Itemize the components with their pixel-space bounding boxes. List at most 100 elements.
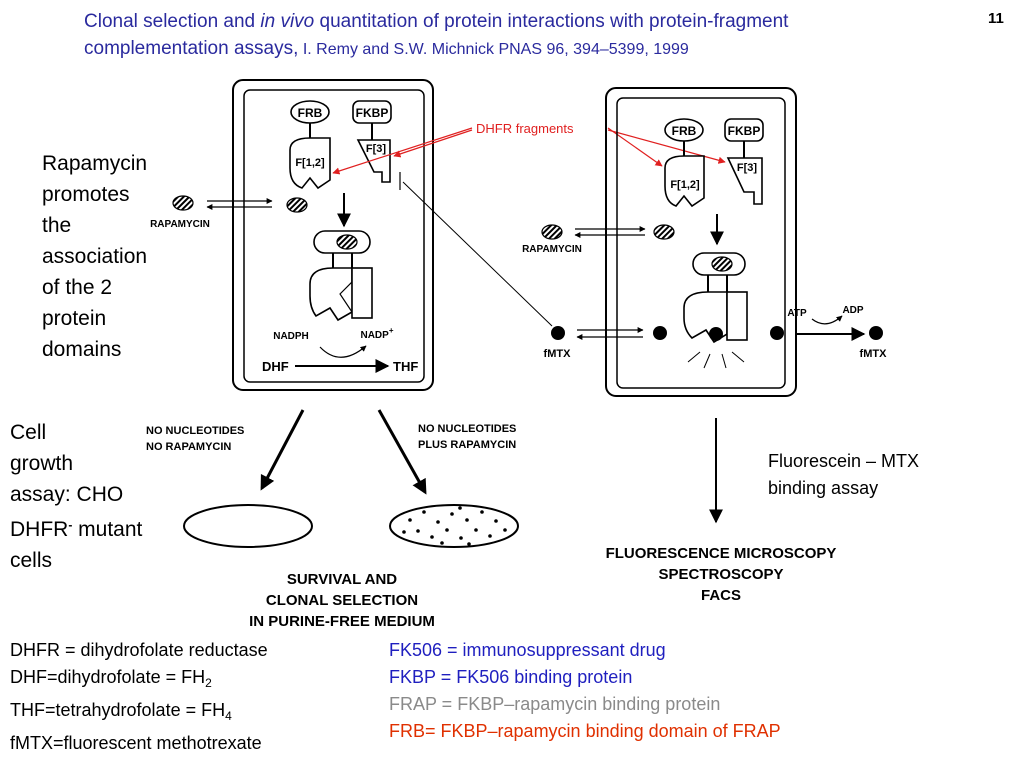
rapamycin-note-line: of the 2 [42, 276, 113, 299]
microscopy-line: FLUORESCENCE MICROSCOPY [605, 545, 837, 562]
f12-label: F[1,2] [295, 157, 325, 169]
arrow-to-plate-left [260, 409, 305, 491]
microscopy-line: SPECTROSCOPY [658, 566, 784, 583]
growth-line: assay: CHO [10, 483, 124, 506]
dhfr-minus: - [68, 518, 73, 532]
fmtx-label-right: fMTX [860, 348, 888, 360]
dhfr-arrow-left-1 [332, 127, 473, 175]
rapamycin-molecule-right [541, 224, 563, 240]
glow-ray [703, 353, 711, 369]
title-reference: I. Remy and S.W. Michnick PNAS 96, 394–5… [298, 41, 689, 58]
growth-line: DHFR- mutant [10, 510, 142, 545]
nadph-arc [319, 345, 367, 358]
connector-line [402, 181, 553, 327]
frb-label-right: FRB [672, 124, 697, 138]
legend-frap: FRAP = FKBP–rapamycin binding protein [389, 694, 721, 714]
atp-label: ATP [787, 308, 807, 319]
legend-dhf: DHF=dihydrofolate = FH2 [10, 667, 212, 690]
growth-line: growth [10, 452, 74, 475]
right-cell-outer [605, 87, 797, 397]
rapamycin-label-right: RAPAMYCIN [522, 244, 582, 255]
rapamycin-note: Rapamycin promotes the association of th… [42, 148, 147, 365]
mutant-text: mutant [72, 518, 143, 541]
fmtx-efflux-start [770, 326, 784, 340]
survival-line: CLONAL SELECTION [265, 592, 419, 609]
atp-arc [811, 315, 843, 325]
dhfr-arrow-left-2 [393, 129, 473, 158]
glow-ray [731, 351, 745, 363]
bound-fmtx [709, 327, 723, 341]
f3-fragment-right [726, 157, 763, 205]
left-cell-outer [232, 79, 434, 391]
glow-ray [721, 353, 727, 369]
thf-label: THF [393, 359, 418, 374]
complex-f3-right [726, 291, 748, 341]
slide-title: Clonal selection and in vivo quantitatio… [84, 8, 944, 63]
arrow-to-plate-right [377, 409, 427, 495]
fkbp-label: FKBP [356, 106, 389, 120]
no-nuc-plus-rap-2: PLUS RAPAMYCIN [418, 439, 516, 451]
title-line2: complementation assays, [84, 38, 299, 59]
legend-fk506: FK506 = immunosuppressant drug [389, 640, 666, 660]
f12-fragment-right [664, 155, 705, 208]
left-cell-inner [243, 89, 425, 383]
survival-caption: SURVIVAL AND CLONAL SELECTION IN PURINE-… [212, 569, 472, 632]
dhfr-arrow-right-2 [607, 129, 726, 164]
dhfr-text: DHFR [10, 518, 69, 541]
nadph-label: NADPH [273, 331, 309, 342]
fmtx-label: fMTX [544, 348, 572, 360]
title-part1: Clonal selection and [84, 11, 261, 32]
title-italic: in vivo [260, 11, 315, 32]
glow-ray [687, 351, 701, 363]
microscopy-line: FACS [700, 587, 741, 604]
f3-label: F[3] [366, 143, 387, 155]
no-nuc-plus-rap-1: NO NUCLEOTIDES [418, 423, 516, 435]
legend-fkbp: FKBP = FK506 binding protein [389, 667, 633, 687]
fmtx-inside [653, 326, 667, 340]
f3-label-right: F[3] [737, 162, 758, 174]
plate-empty [183, 504, 313, 548]
complex-f12 [309, 267, 353, 322]
frb-label: FRB [298, 106, 323, 120]
rapamycin-note-line: domains [42, 338, 122, 361]
abbreviation-legend: DHFR = dihydrofolate reductase DHF=dihyd… [10, 637, 268, 757]
fmtx-out-molecule [869, 326, 883, 340]
microscopy-caption: FLUORESCENCE MICROSCOPY SPECTROSCOPY FAC… [556, 543, 886, 606]
fluorescein-note: Fluorescein – MTX binding assay [768, 448, 919, 502]
fmtx-molecule [551, 326, 565, 340]
rapamycin-note-line: promotes [42, 183, 130, 206]
legend-dhfr: DHFR = dihydrofolate reductase [10, 640, 268, 660]
f12-fragment [289, 137, 331, 190]
survival-line: SURVIVAL AND [286, 571, 398, 588]
dhfr-fragments-label: DHFR fragments [476, 121, 574, 136]
legend-thf: THF=tetrahydrofolate = FH4 [10, 700, 232, 723]
growth-assay-note: Cell growth assay: CHO DHFR- mutant cell… [10, 417, 142, 576]
complex-f3 [351, 267, 373, 319]
page-number: 11 [988, 10, 1004, 27]
fluor-line: Fluorescein – MTX [768, 451, 920, 471]
f12-label-right: F[1,2] [670, 179, 700, 191]
rapamycin-molecule [172, 195, 194, 211]
growth-line: cells [10, 549, 53, 572]
adp-label: ADP [842, 305, 863, 316]
fluor-line: binding assay [768, 478, 879, 498]
growth-line: Cell [10, 421, 47, 444]
protein-legend: FK506 = immunosuppressant drug FKBP = FK… [389, 637, 781, 745]
rapamycin-label: RAPAMYCIN [150, 219, 210, 230]
legend-fmtx: fMTX=fluorescent methotrexate [10, 733, 262, 753]
right-cell-inner [616, 97, 786, 389]
rapamycin-note-line: association [42, 245, 148, 268]
rapamycin-note-line: the [42, 214, 72, 237]
rapamycin-inside-right [653, 224, 675, 240]
complex-rapamycin [336, 234, 358, 250]
rapamycin-note-line: Rapamycin [42, 152, 148, 175]
dhfr-arrow-right-1 [607, 127, 663, 167]
plate-colonies [389, 504, 519, 548]
fkbp-label-right: FKBP [728, 124, 761, 138]
no-nuc-no-rap-1: NO NUCLEOTIDES [146, 425, 244, 437]
nadp-label: NADP+ [360, 326, 393, 341]
rapamycin-note-line: protein [42, 307, 107, 330]
rapamycin-molecule-inside [286, 197, 308, 213]
survival-line: IN PURINE-FREE MEDIUM [249, 613, 435, 630]
